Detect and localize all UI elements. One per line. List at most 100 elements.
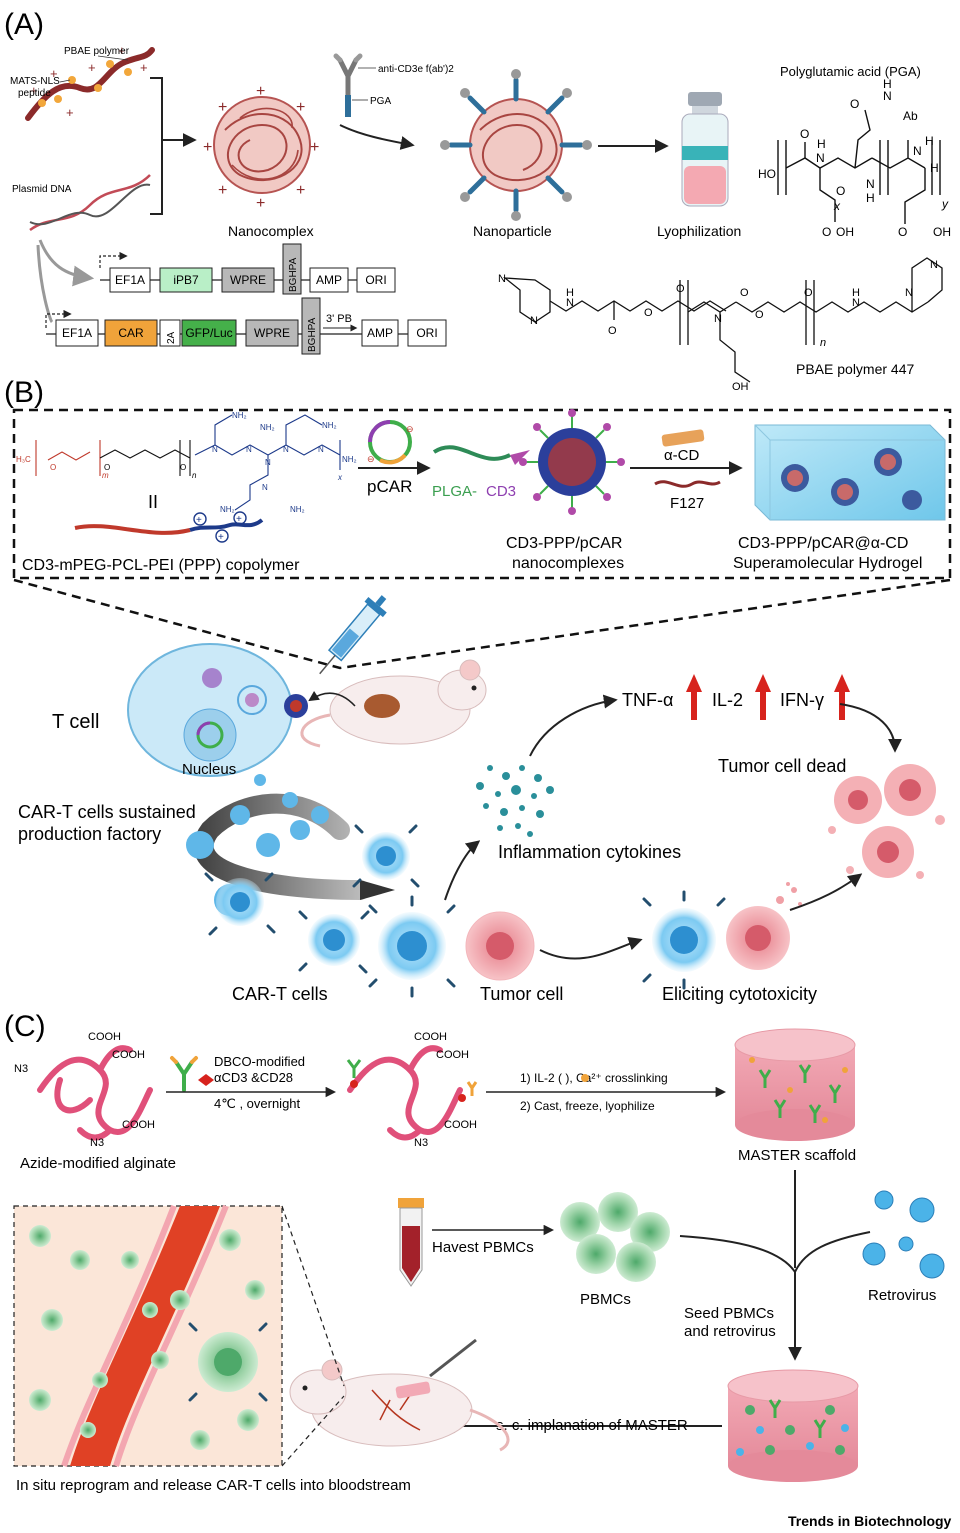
f127-label: F127 bbox=[670, 495, 704, 512]
cd3-label: CD3 bbox=[486, 483, 516, 500]
alginate-cooh-3: COOH bbox=[122, 1119, 155, 1131]
svg-text:N: N bbox=[318, 445, 324, 454]
peptide-label: peptide bbox=[18, 88, 51, 99]
construct2-2a: 2A bbox=[166, 331, 177, 344]
svg-text:OH: OH bbox=[933, 225, 951, 239]
svg-text:Ab: Ab bbox=[903, 109, 918, 123]
svg-text:O: O bbox=[608, 325, 617, 337]
construct2-car: CAR bbox=[118, 326, 144, 340]
step2-label: 2) Cast, freeze, lyophilize bbox=[520, 1099, 655, 1113]
construct2-gfp: GFP/Luc bbox=[185, 326, 232, 340]
alginate-cooh-1: COOH bbox=[88, 1031, 121, 1043]
plga-cd3-strand bbox=[432, 445, 511, 461]
seed-label-1: Seed PBMCs bbox=[684, 1305, 774, 1322]
car-t-cells-label: CAR-T cells bbox=[232, 984, 328, 1004]
svg-text:+: + bbox=[310, 139, 319, 156]
svg-text:x: x bbox=[833, 199, 841, 213]
svg-text:O: O bbox=[850, 97, 859, 111]
svg-text:O: O bbox=[644, 307, 653, 319]
pbmcs-label: PBMCs bbox=[580, 1291, 631, 1308]
seeded-scaffold-icon bbox=[727, 1369, 859, 1482]
pbmcs-icon bbox=[560, 1192, 670, 1282]
tnf-label: TNF-α bbox=[622, 690, 673, 710]
svg-text:+: + bbox=[30, 83, 38, 98]
svg-text:H: H bbox=[930, 161, 939, 175]
svg-text:OH: OH bbox=[836, 225, 854, 239]
panel-a-label: (A) bbox=[4, 8, 44, 41]
f127-icon bbox=[654, 480, 721, 488]
svg-text:O: O bbox=[104, 463, 110, 472]
nanoparticle-label: Nanoparticle bbox=[473, 223, 552, 239]
construct1-ipb7: iPB7 bbox=[173, 273, 199, 287]
in-situ-inset bbox=[13, 1204, 345, 1467]
svg-text:N: N bbox=[930, 259, 938, 271]
nucleus-label: Nucleus bbox=[182, 761, 236, 778]
alpha-cd-icon bbox=[661, 429, 705, 447]
svg-text:x: x bbox=[337, 473, 343, 482]
svg-text:+: + bbox=[296, 182, 305, 199]
svg-text:H: H bbox=[566, 287, 574, 299]
svg-text:N: N bbox=[905, 287, 913, 299]
svg-text:NH₂: NH₂ bbox=[290, 505, 305, 514]
dead-tumor-cells-icon bbox=[828, 764, 945, 879]
svg-text:⊖: ⊖ bbox=[406, 424, 414, 434]
mouse-implant-icon bbox=[289, 1338, 510, 1452]
svg-text:+: + bbox=[140, 60, 148, 75]
svg-text:+: + bbox=[118, 43, 126, 58]
seed-label-2: and retrovirus bbox=[684, 1323, 776, 1340]
svg-text:+: + bbox=[256, 83, 265, 100]
pbae-447-label: PBAE polymer 447 bbox=[796, 361, 914, 377]
construct1-bghpa: BGHPA bbox=[288, 257, 299, 292]
svg-text:+: + bbox=[296, 99, 305, 116]
svg-text:+: + bbox=[256, 195, 265, 212]
pga-chemical-structure bbox=[777, 109, 941, 224]
svg-text:m: m bbox=[102, 471, 109, 480]
pbae-polymer-strand: ++ ++ ++ bbox=[25, 43, 155, 121]
svg-text:n: n bbox=[820, 337, 826, 349]
plasmid-dna-helix bbox=[29, 174, 151, 232]
hydrogel-label-1: CD3-PPP/pCAR@α-CD bbox=[738, 535, 908, 552]
alginate-icon bbox=[37, 1045, 153, 1141]
ppp-copolymer-structure bbox=[35, 414, 341, 511]
panel-b: (B) H₃C O O O m n x NH₂ NH₂ NH₂ NH₂ NH₂ … bbox=[4, 376, 952, 1004]
vial-icon bbox=[681, 92, 729, 207]
syringe-icon bbox=[319, 595, 387, 675]
svg-text:O: O bbox=[898, 225, 907, 239]
svg-text:O: O bbox=[804, 287, 813, 299]
nanocomplexes-label-1: CD3-PPP/pCAR bbox=[506, 535, 622, 552]
svg-text:O: O bbox=[822, 225, 831, 239]
construct1-ef1a: EF1A bbox=[115, 273, 145, 287]
alginate-n3-2: N3 bbox=[90, 1137, 104, 1149]
journal-footer: Trends in Biotechnology bbox=[788, 1513, 952, 1529]
nanocomplexes-label-2: nanocomplexes bbox=[512, 555, 624, 572]
il2-label: IL-2 bbox=[712, 690, 743, 710]
panel-a: (A) ++ ++ ++ PBAE polymer MATS-NLS pepti… bbox=[4, 8, 951, 393]
anti-cd3e-label: anti-CD3e f(ab')2 bbox=[378, 64, 454, 75]
tumor-cell-label: Tumor cell bbox=[480, 984, 563, 1004]
panel-b-label: (B) bbox=[4, 376, 44, 409]
svg-text:+: + bbox=[50, 66, 58, 81]
svg-text:+: + bbox=[203, 139, 212, 156]
svg-text:N: N bbox=[816, 151, 825, 165]
antibody-icon bbox=[333, 53, 363, 117]
tumor-dead-label: Tumor cell dead bbox=[718, 756, 846, 776]
svg-text:NH₂: NH₂ bbox=[260, 423, 275, 432]
blood-tube-icon bbox=[398, 1198, 424, 1287]
car-t-cell-cluster bbox=[204, 824, 456, 998]
construct1-ori: ORI bbox=[365, 273, 386, 287]
t-cell-label: T cell bbox=[52, 711, 99, 733]
panel-c: (C) COOH COOH COOH N3 N3 Azide-modified … bbox=[4, 1010, 945, 1494]
svg-text:y: y bbox=[941, 197, 949, 211]
nanocomplex-label: Nanocomplex bbox=[228, 223, 314, 239]
modified-n3: N3 bbox=[414, 1137, 428, 1149]
construct2-amp: AMP bbox=[367, 326, 393, 340]
construct-1: EF1A iPB7 WPRE BGHPA AMP ORI bbox=[99, 243, 396, 295]
up-arrows bbox=[686, 674, 850, 720]
svg-text:O: O bbox=[800, 127, 809, 141]
hydrogel-block-icon bbox=[754, 424, 946, 521]
construct2-3pb: 3' PB bbox=[326, 313, 352, 325]
modified-alginate-icon bbox=[347, 1045, 463, 1141]
modified-cooh-1: COOH bbox=[414, 1031, 447, 1043]
svg-text:n: n bbox=[192, 471, 197, 480]
svg-text:NH₂: NH₂ bbox=[342, 455, 357, 464]
